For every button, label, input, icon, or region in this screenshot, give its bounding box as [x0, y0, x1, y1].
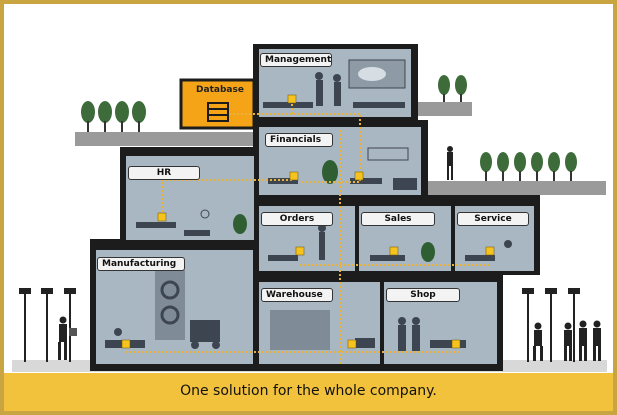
- label-management: Management: [260, 53, 332, 67]
- label-warehouse: Warehouse: [261, 288, 333, 302]
- left-terrace: [75, 132, 255, 146]
- label-financials: Financials: [265, 133, 333, 147]
- left-terrace-trees: [81, 101, 146, 132]
- label-orders: Orders: [261, 212, 333, 226]
- label-shop: Shop: [386, 288, 460, 302]
- label-service: Service: [457, 212, 529, 226]
- label-database: Database: [196, 85, 244, 95]
- database-icon: [207, 102, 229, 122]
- label-hr: HR: [128, 166, 200, 180]
- network-connections: [126, 100, 490, 364]
- caption-bar: One solution for the whole company.: [4, 373, 613, 411]
- label-sales: Sales: [361, 212, 435, 226]
- label-manufacturing: Manufacturing: [97, 257, 185, 271]
